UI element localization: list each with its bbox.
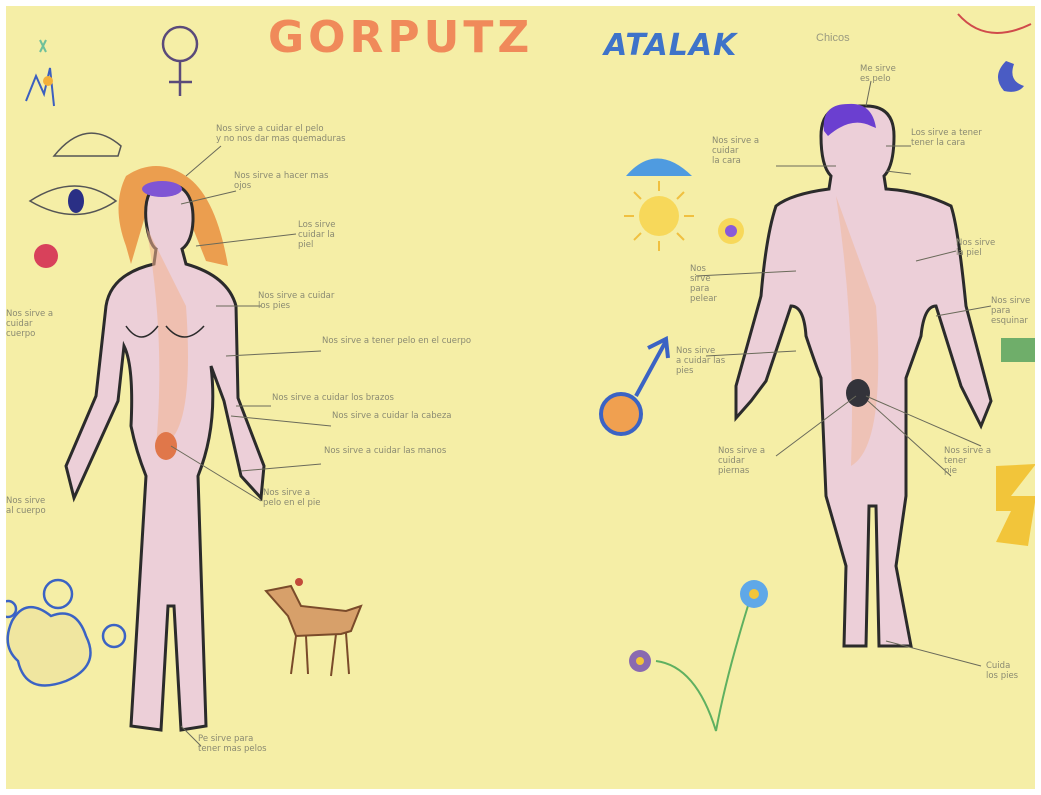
zigzag-icon: [996, 464, 1035, 546]
note: Nos sirve a cuidar la cabeza: [332, 411, 452, 421]
poster: GORPUTZ ATALAK Chicos Nos sirve a cuidar…: [6, 6, 1035, 789]
note: Pe sirve para tener mas pelos: [198, 734, 267, 754]
note: Los sirve a tener tener la cara: [911, 128, 982, 148]
blob-icon: [6, 580, 125, 686]
female-symbol-icon: [163, 27, 197, 96]
male-figure: [736, 104, 991, 646]
eye-icon: [30, 186, 116, 215]
note: Cuida los pies: [986, 661, 1018, 681]
ball-icon: [34, 244, 58, 268]
note: Me sirve es pelo: [860, 64, 896, 84]
female-figure: [66, 166, 264, 730]
star-icon: [40, 40, 46, 52]
note: Nos sirve la piel: [956, 238, 995, 258]
male-symbol-icon: [601, 339, 668, 434]
moon-icon: [998, 61, 1024, 92]
note: Nos sirve a cuidar piernas: [718, 446, 765, 476]
note: Nos sirve a tener pelo en el cuerpo: [322, 336, 471, 346]
flower-icon: [629, 580, 768, 731]
ear-icon: [54, 133, 121, 156]
note: Los sirve cuidar la piel: [298, 220, 335, 250]
house-icon: [1001, 338, 1035, 362]
subtitle-right: Chicos: [816, 32, 850, 44]
crown-icon: [26, 68, 54, 106]
note: Nos sirve al cuerpo: [6, 496, 46, 516]
note: Nos sirve a cuidar los pies: [258, 291, 334, 311]
arc-icon: [958, 14, 1031, 33]
note: Nos sirve a cuidar el pelo y no nos dar …: [216, 124, 346, 144]
dog-icon: [266, 578, 361, 676]
note: Nos sirve a cuidar cuerpo: [6, 309, 53, 339]
note: Nos sirve para pelear: [690, 264, 717, 304]
note: Nos sirve a cuidar las pies: [676, 346, 725, 376]
note: Nos sirve a cuidar los brazos: [272, 393, 394, 403]
poster-title-right: ATALAK: [604, 28, 737, 63]
small-flower-icon: [718, 218, 744, 244]
drawing-canvas: [6, 6, 1035, 789]
note: Nos sirve para esquinar: [991, 296, 1030, 326]
note: Nos sirve a tener pie: [944, 446, 991, 476]
note: Nos sirve a pelo en el pie: [263, 488, 321, 508]
note: Nos sirve a cuidar la cara: [712, 136, 759, 166]
note: Nos sirve a hacer mas ojos: [234, 171, 328, 191]
note: Nos sirve a cuidar las manos: [324, 446, 446, 456]
poster-title: GORPUTZ: [268, 12, 533, 63]
sun-icon: [624, 159, 694, 252]
